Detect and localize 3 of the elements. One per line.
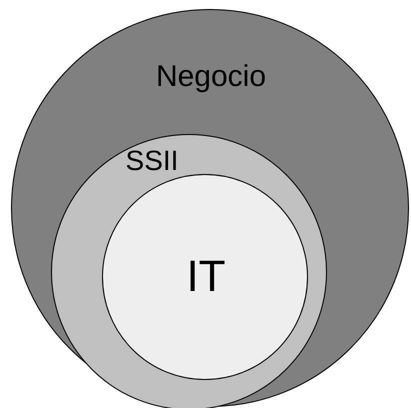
circle-label: SSII [126, 147, 178, 175]
circle-label: Negocio [156, 62, 266, 92]
circle-label: IT [186, 255, 226, 299]
